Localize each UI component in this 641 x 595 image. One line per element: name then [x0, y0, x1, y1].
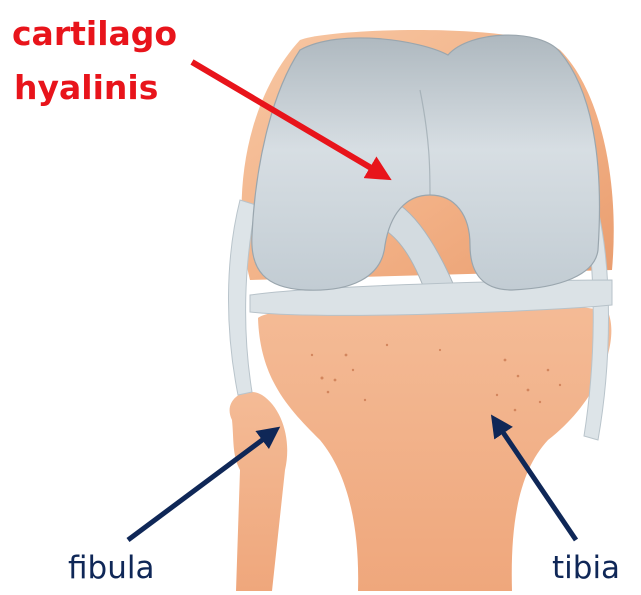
cartilage-label-line2: hyalinis [14, 67, 158, 108]
cartilage-label-line1: cartilago [12, 13, 177, 54]
fibula-bone [230, 392, 288, 591]
tibia-bone [258, 302, 611, 591]
fibula-label: fibula [68, 550, 154, 586]
tibia-label: tibia [552, 550, 620, 586]
